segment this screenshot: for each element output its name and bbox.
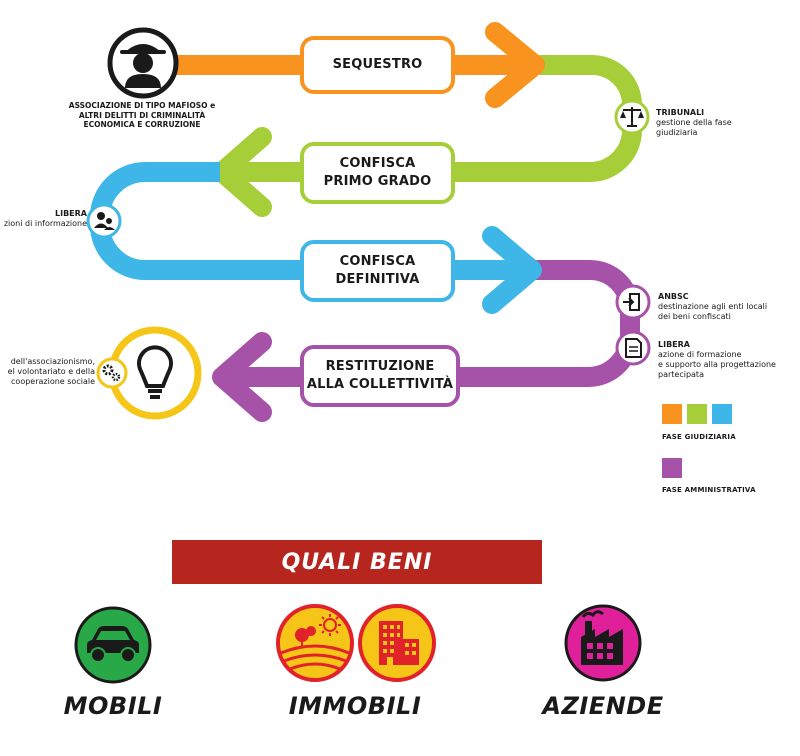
- people-icon: [86, 203, 122, 239]
- flow-path-purple: [460, 260, 640, 387]
- legend-swatch-blue: [712, 404, 732, 424]
- mafia-person-icon: [107, 27, 179, 99]
- label-line: e supporto alla progettazione: [658, 360, 776, 369]
- scale-icon: [614, 99, 650, 135]
- step-line: RESTITUZIONE: [325, 359, 435, 374]
- arrowhead-purple: [212, 332, 272, 422]
- section-title-banner: QUALI BENI: [172, 540, 542, 584]
- category-label-mobili: MOBILI: [63, 692, 163, 720]
- factory-icon: [564, 604, 642, 682]
- label-line: cooperazione sociale: [11, 377, 95, 386]
- category-label-aziende: AZIENDE: [542, 692, 664, 720]
- step-line: ALLA COLLETTIVITÀ: [306, 377, 454, 392]
- arrowhead-blue: [482, 226, 542, 314]
- legend-judicial-swatches: [662, 404, 732, 424]
- label-line: azione di formazione: [658, 350, 742, 359]
- anbsc-label: ANBSC destinazione agli enti locali dei …: [658, 292, 767, 322]
- step-restituzione: RESTITUZIONE ALLA COLLETTIVITÀ: [300, 345, 460, 407]
- document-icon: [615, 330, 651, 366]
- legend-swatch-green: [687, 404, 707, 424]
- end-actor-label: dell'associazionismo, el volontariato e …: [8, 357, 95, 387]
- step-line: CONFISCA: [339, 156, 416, 171]
- step-confisca-definitiva: CONFISCA DEFINITIVA: [300, 240, 455, 302]
- buildings-icon: [358, 604, 436, 682]
- flow-path-blue: [90, 162, 300, 280]
- label-line: gestione della fase: [656, 118, 732, 127]
- arrowhead-orange: [485, 22, 545, 108]
- gears-icon: [96, 357, 128, 389]
- actor-line: ASSOCIAZIONE DI TIPO MAFIOSO e: [68, 101, 216, 110]
- step-line: DEFINITIVA: [335, 272, 420, 287]
- enter-icon: [615, 284, 651, 320]
- step-line: PRIMO GRADO: [323, 174, 432, 189]
- label-line: dei beni confiscati: [658, 312, 731, 321]
- legend-judicial-label: FASE GIUDIZIARIA: [662, 433, 736, 441]
- legend-swatch-orange: [662, 404, 682, 424]
- step-line: CONFISCA: [339, 254, 416, 269]
- label-line: dell'associazionismo,: [10, 357, 95, 366]
- step-line: SEQUESTRO: [332, 57, 423, 72]
- label-line: giudiziaria: [656, 128, 698, 137]
- label-line: destinazione agli enti locali: [658, 302, 768, 311]
- category-label-immobili: IMMOBILI: [288, 692, 422, 720]
- label-title: LIBERA: [658, 340, 690, 349]
- actor-line: ECONOMICA E CORRUZIONE: [83, 120, 201, 129]
- process-flow-diagram: [86, 22, 651, 422]
- label-title: ANBSC: [658, 292, 689, 301]
- legend-swatch-purple: [662, 458, 682, 478]
- legend-admin-label: FASE AMMINISTRATIVA: [662, 486, 756, 494]
- tribunali-label: TRIBUNALI gestione della fase giudiziari…: [656, 108, 732, 138]
- label-line: zioni di informazione: [3, 219, 87, 228]
- step-sequestro: SEQUESTRO: [300, 36, 455, 94]
- label-line: partecipata: [658, 370, 704, 379]
- actor-line: ALTRI DELITTI DI CRIMINALITÀ: [78, 110, 206, 120]
- arrowhead-green: [212, 127, 272, 217]
- flow-path-green: [455, 55, 642, 182]
- landscape-icon: [276, 604, 354, 682]
- libera-left-label: LIBERA zioni di informazione: [4, 209, 87, 229]
- start-actor-label: ASSOCIAZIONE DI TIPO MAFIOSO e ALTRI DEL…: [62, 101, 222, 130]
- label-line: el volontariato e della: [7, 367, 95, 376]
- car-icon: [74, 606, 152, 684]
- step-confisca-primo-grado: CONFISCA PRIMO GRADO: [300, 142, 455, 204]
- label-title: LIBERA: [55, 209, 87, 218]
- libera-right-label: LIBERA azione di formazione e supporto a…: [658, 340, 776, 380]
- label-title: TRIBUNALI: [656, 108, 705, 117]
